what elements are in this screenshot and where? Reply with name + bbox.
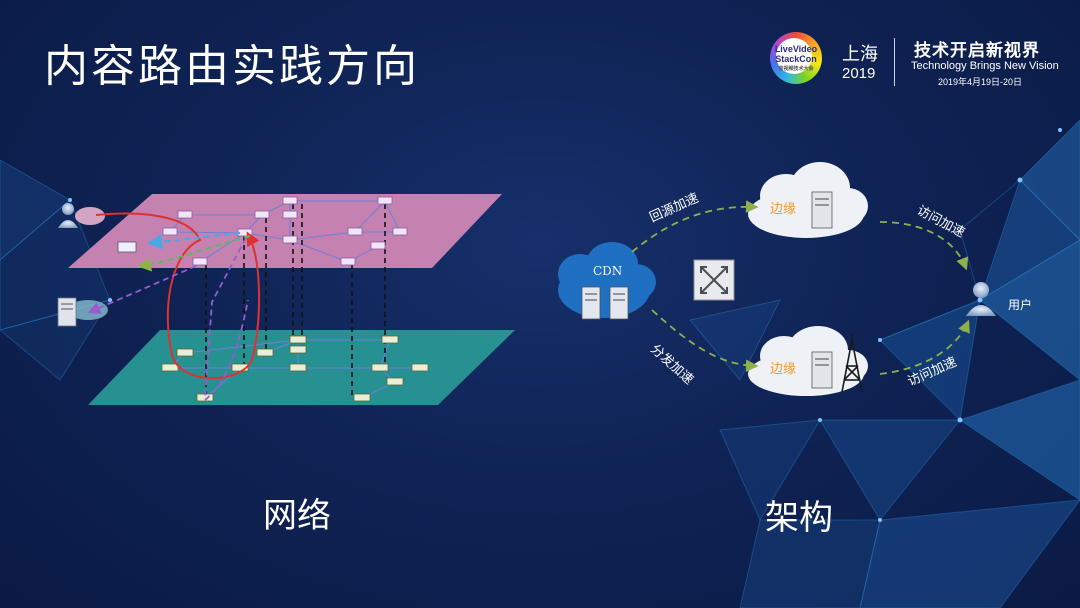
edge-server-icon-bottom — [811, 351, 833, 389]
event-logo: LiveVideo StackCon 音视频技术大会 上海 2019 技术开启新… — [768, 30, 1068, 92]
cdn-label: CDN — [593, 264, 622, 278]
logo-brand-line1: LiveVideo — [774, 44, 818, 54]
slogan-english: Technology Brings New Vision — [911, 60, 1059, 72]
edge-server-icon-top — [811, 191, 833, 229]
arrow-distribute — [651, 309, 759, 373]
arrow-access-bottom — [879, 319, 970, 375]
physical-nodes — [161, 335, 429, 402]
overlay-server-icon — [117, 241, 137, 253]
cdn-cloud — [558, 242, 656, 320]
edge-label-bottom: 边缘 — [770, 362, 796, 377]
edge-label-top: 边缘 — [770, 202, 796, 217]
edge-cloud-bottom — [748, 326, 868, 396]
cdn-server-icon — [581, 286, 629, 320]
user-icon-left — [58, 203, 105, 228]
route-red-loop — [95, 212, 261, 380]
arrow-back-to-source — [631, 200, 759, 253]
arrow-access-top — [879, 221, 969, 271]
server-cloud-icon-left — [57, 297, 108, 327]
route-green-arrow — [137, 235, 251, 272]
caption-architecture: 架构 — [765, 498, 833, 538]
user-icon-right — [966, 282, 996, 316]
edge-cloud-top — [748, 162, 868, 238]
label-access-top: 访问加速 — [914, 203, 967, 241]
switch-icon — [693, 259, 735, 301]
overlay-nodes — [162, 196, 408, 266]
caption-network: 网络 — [263, 496, 331, 536]
network-diagram — [57, 194, 515, 405]
route-purple-arrow-3 — [87, 265, 197, 314]
event-year: 2019 — [842, 65, 876, 82]
slide-title: 内容路由实践方向 — [44, 41, 420, 92]
route-blue-arrow — [146, 231, 241, 250]
slogan-chinese: 技术开启新视界 — [914, 41, 1040, 61]
event-city: 上海 — [842, 44, 878, 65]
overlay-network-plane — [68, 194, 502, 268]
logo-brand-line3: 音视频技术大会 — [778, 66, 814, 72]
route-purple-arrow-2 — [204, 299, 249, 401]
user-label: 用户 — [1008, 297, 1032, 312]
cell-tower-icon — [841, 334, 863, 393]
logo-brand-line2: StackCon — [775, 54, 817, 64]
label-distribute: 分发加速 — [647, 341, 696, 388]
event-date: 2019年4月19日-20日 — [938, 77, 1023, 87]
label-back-to-source: 回源加速 — [648, 191, 702, 226]
logo-divider — [894, 38, 895, 86]
route-purple-arrow-1 — [204, 237, 247, 399]
label-access-bottom: 访问加速 — [906, 355, 960, 390]
architecture-diagram: CDN 边缘 — [558, 162, 1032, 396]
